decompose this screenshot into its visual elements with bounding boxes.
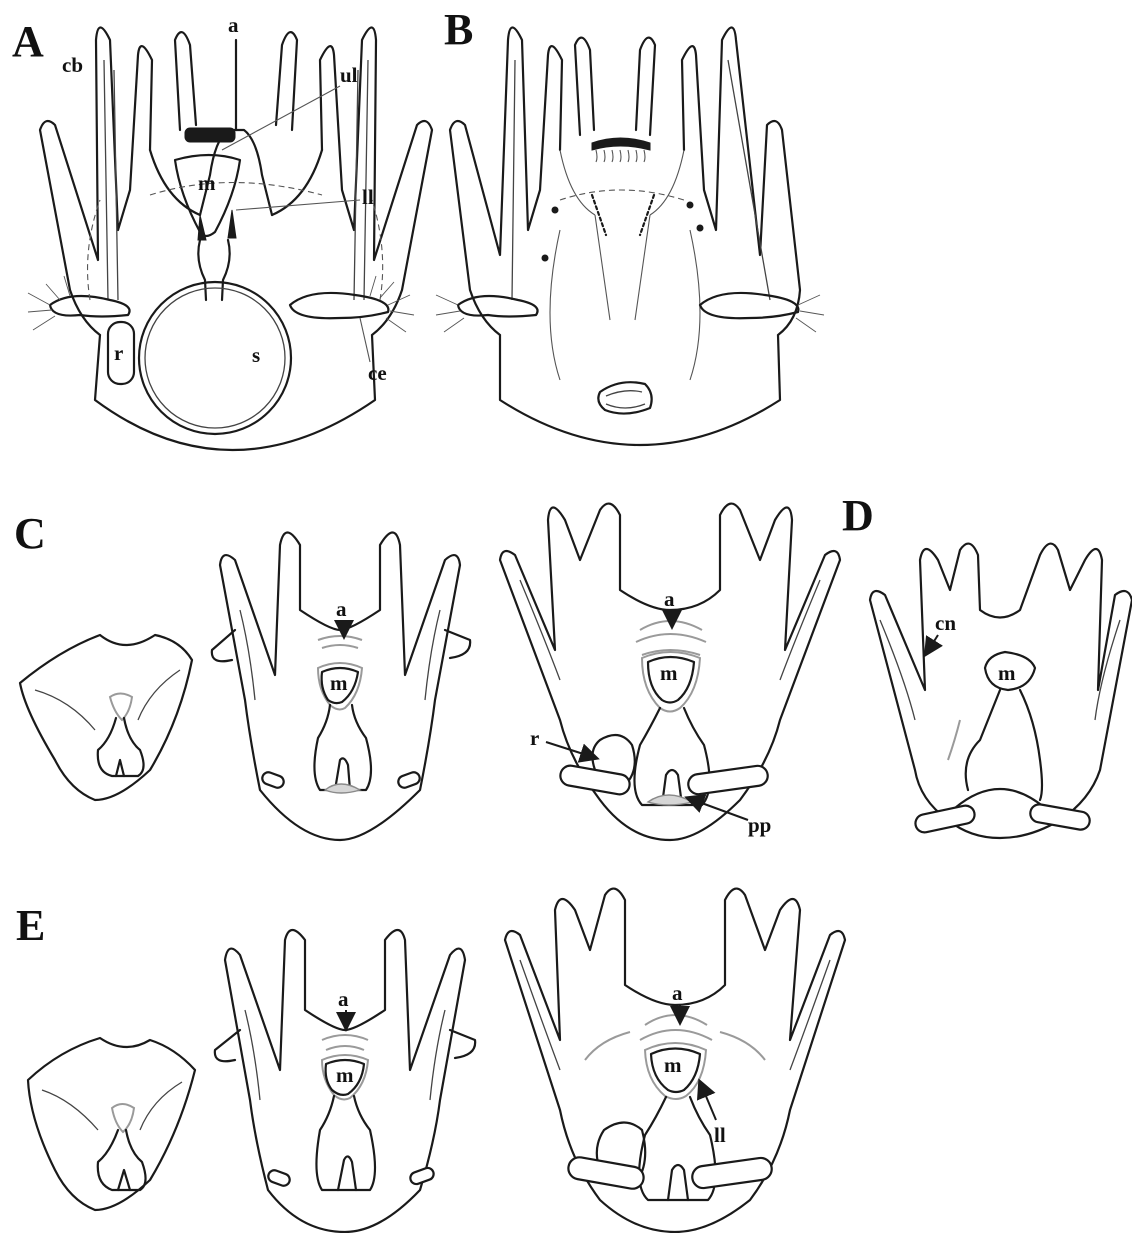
panel-a-label-r: r — [114, 341, 123, 365]
panel-a-stomach — [139, 282, 291, 434]
panel-c: C a m — [14, 504, 840, 840]
panel-c-stage-3-label-m: m — [660, 661, 678, 685]
panel-a-upper-lip — [185, 128, 235, 142]
panel-a-label-ce: ce — [368, 361, 387, 385]
panel-d: D cn m — [842, 491, 1132, 838]
panel-b: B — [436, 5, 824, 445]
panel-a-label-m: m — [198, 171, 216, 195]
panel-a-letter: A — [12, 17, 44, 66]
panel-e-stage-2-label-a: a — [338, 987, 349, 1011]
panel-e-stage-2: a m — [215, 930, 475, 1232]
panel-c-stage-3-label-a: a — [664, 587, 675, 611]
panel-d-letter: D — [842, 491, 874, 540]
panel-a-label-ul: ul — [340, 63, 358, 87]
panel-c-stage-3: a m r pp — [500, 504, 840, 840]
panel-d-label-m: m — [998, 661, 1016, 685]
panel-c-stage-1 — [20, 635, 192, 800]
panel-d-label-cn: cn — [935, 611, 956, 635]
panel-e-letter: E — [16, 901, 45, 950]
panel-e-stage-1 — [28, 1038, 195, 1210]
panel-c-stage-3-label-r: r — [530, 726, 539, 750]
panel-c-stage-2-label-a: a — [336, 597, 347, 621]
panel-a-label-ll: ll — [362, 185, 374, 209]
panel-b-rudiment — [598, 382, 651, 413]
panel-e-stage-3-label-ll: ll — [714, 1123, 726, 1147]
panel-d-body-outline — [870, 544, 1132, 838]
panel-e-stage-3-label-m: m — [664, 1053, 682, 1077]
panel-e: E a m — [16, 889, 845, 1232]
panel-e-stage-3-label-a: a — [672, 981, 683, 1005]
panel-c-stage-3-label-pp: pp — [748, 813, 771, 837]
panel-e-stage-2-label-m: m — [336, 1063, 354, 1087]
panel-c-stage-2-label-m: m — [330, 671, 348, 695]
panel-e-stage-3: a m ll — [505, 889, 845, 1232]
panel-a-label-s: s — [252, 343, 260, 367]
panel-b-letter: B — [444, 5, 473, 54]
panel-c-stage-2: a m — [212, 533, 470, 841]
panel-a: A a cb ul m ll r — [12, 13, 432, 450]
panel-c-letter: C — [14, 509, 46, 558]
panel-a-label-cb: cb — [62, 53, 83, 77]
panel-a-label-a: a — [228, 13, 239, 37]
panel-a-epaulette-right — [290, 293, 388, 318]
